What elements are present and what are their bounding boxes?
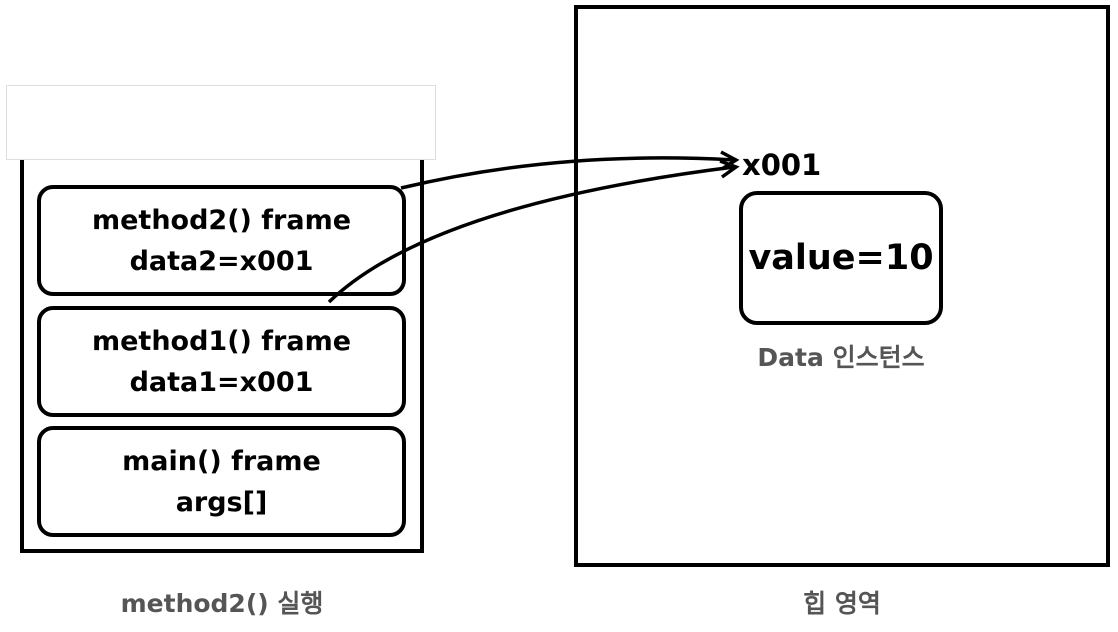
data-instance-box: value=10: [739, 191, 943, 325]
main-frame-title: main() frame: [122, 445, 321, 477]
stack-caption: method2() 실행: [120, 589, 324, 618]
stack-container: [20, 150, 424, 553]
method2-frame: method2() frame data2=x001: [37, 185, 406, 296]
method2-frame-title: method2() frame: [91, 204, 352, 236]
main-frame-variable: args[]: [175, 486, 268, 518]
method1-frame-variable: data1=x001: [129, 366, 314, 398]
method1-frame: method1() frame data1=x001: [37, 306, 406, 417]
heap-caption: 힙 영역: [803, 589, 881, 618]
main-frame: main() frame args[]: [37, 426, 406, 537]
instance-reference-label: x001: [742, 148, 822, 182]
instance-value: value=10: [748, 238, 934, 278]
stack-top-empty-area: [6, 85, 436, 160]
instance-caption: Data 인스턴스: [757, 343, 925, 372]
method1-frame-title: method1() frame: [91, 325, 352, 357]
method2-frame-variable: data2=x001: [129, 245, 314, 277]
